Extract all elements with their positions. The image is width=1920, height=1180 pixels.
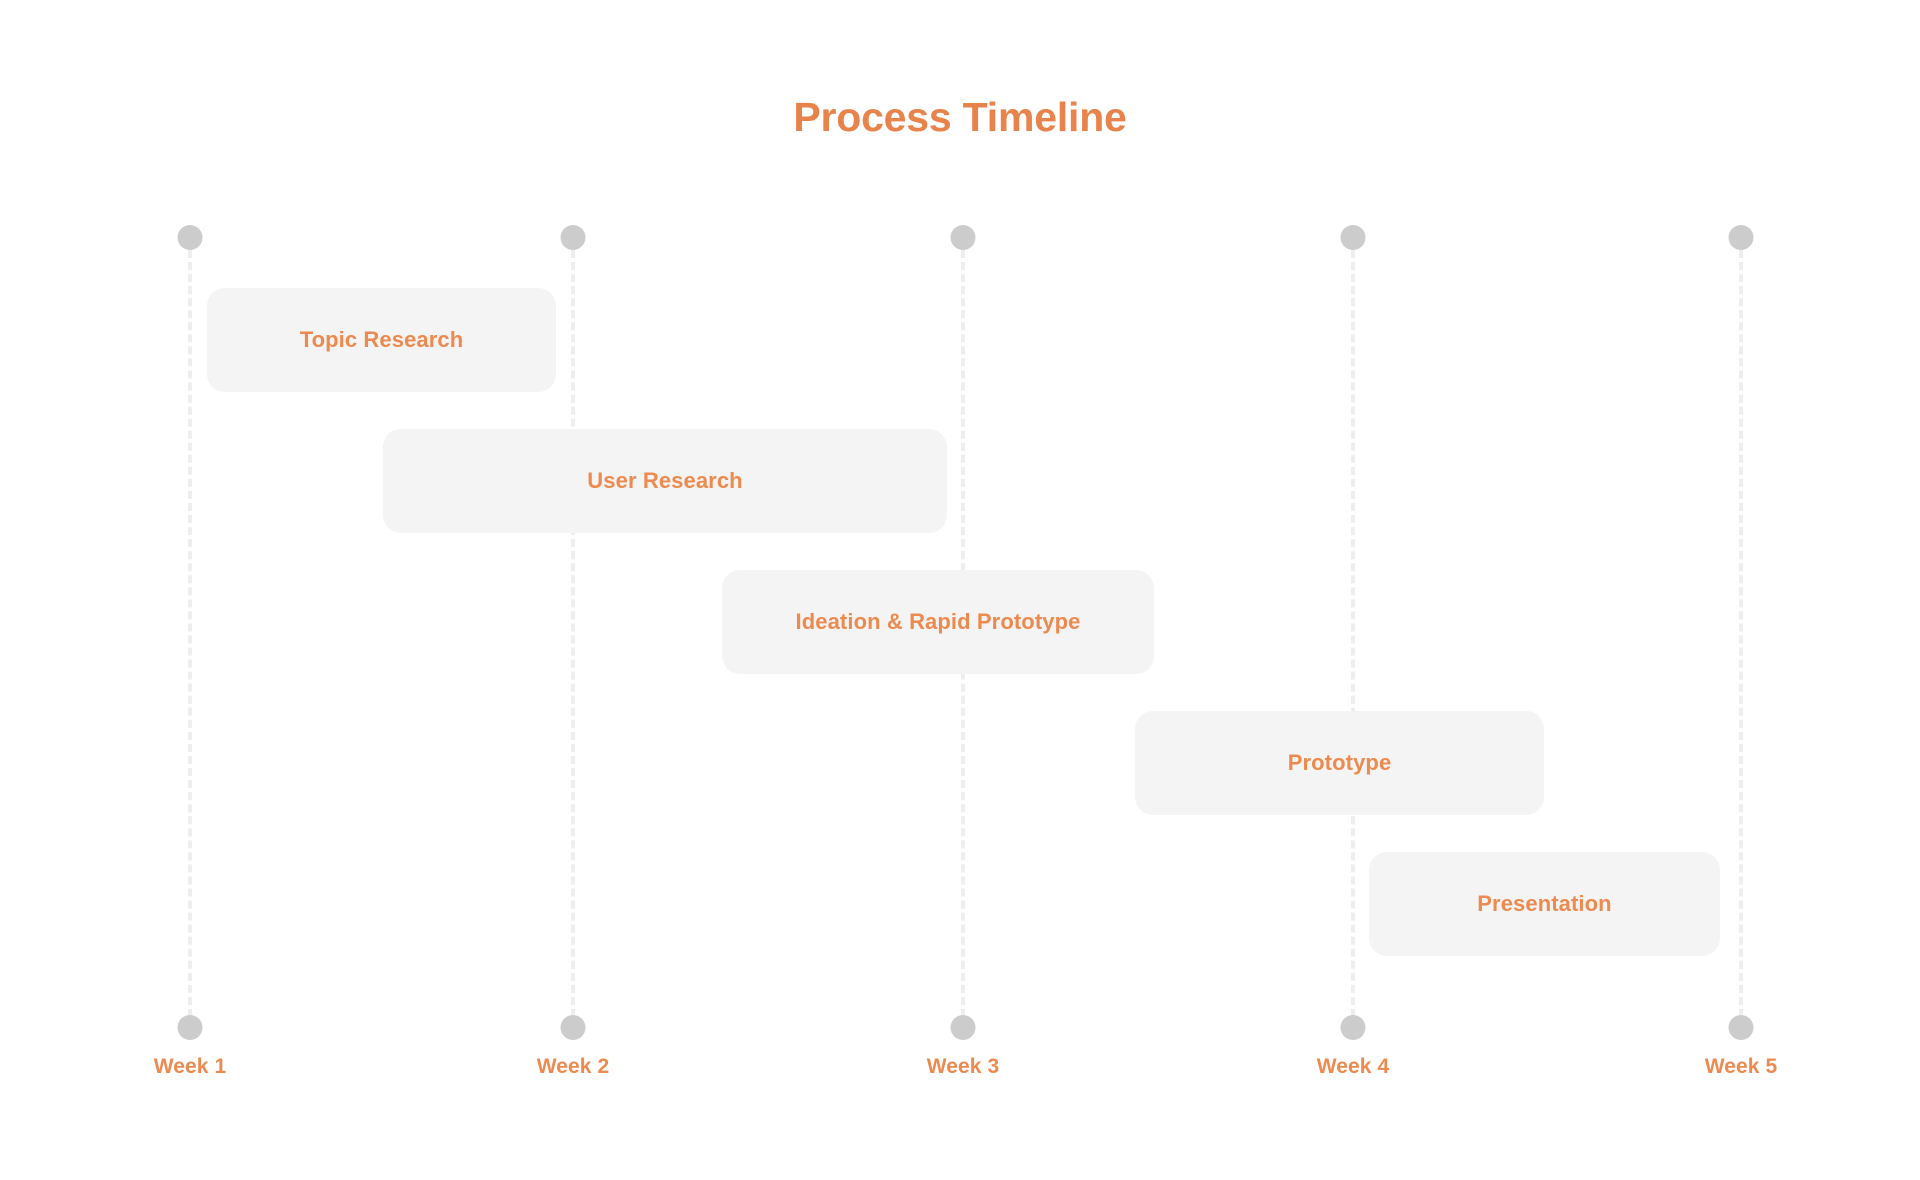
gridline-dashed <box>1739 250 1743 1017</box>
axis-tick-label: Week 3 <box>926 1055 1000 1078</box>
task-bar[interactable]: Presentation <box>1369 852 1720 956</box>
axis-tick-label: Week 4 <box>1316 1055 1390 1078</box>
milestone-dot-top <box>177 225 203 250</box>
milestone-dot-top <box>950 225 976 250</box>
milestone-dot-top <box>1340 225 1366 250</box>
milestone-dot-top <box>560 225 586 250</box>
task-bar[interactable]: User Research <box>383 429 947 533</box>
task-bar[interactable]: Ideation & Rapid Prototype <box>722 570 1154 674</box>
task-bar-label: Ideation & Rapid Prototype <box>795 609 1081 634</box>
task-bar-label: Prototype <box>1287 750 1392 775</box>
gridline-dashed <box>571 250 575 1017</box>
milestone-dot-bottom <box>560 1015 586 1040</box>
axis-tick-label: Week 1 <box>153 1055 227 1078</box>
milestone-dot-top <box>1728 225 1754 250</box>
gridline-dashed <box>188 250 192 1017</box>
task-bar-label: Topic Research <box>299 327 464 352</box>
milestone-dot-bottom <box>1728 1015 1754 1040</box>
milestone-dot-bottom <box>950 1015 976 1040</box>
task-bar-label: User Research <box>587 468 743 493</box>
axis-tick-label: Week 5 <box>1704 1055 1778 1078</box>
milestone-dot-bottom <box>177 1015 203 1040</box>
task-bar[interactable]: Topic Research <box>207 288 556 392</box>
gridline-dashed <box>1351 250 1355 1017</box>
axis-tick-label: Week 2 <box>536 1055 610 1078</box>
page-title: Process Timeline <box>793 94 1127 141</box>
task-bar-label: Presentation <box>1477 891 1612 916</box>
task-bar[interactable]: Prototype <box>1135 711 1544 815</box>
milestone-dot-bottom <box>1340 1015 1366 1040</box>
